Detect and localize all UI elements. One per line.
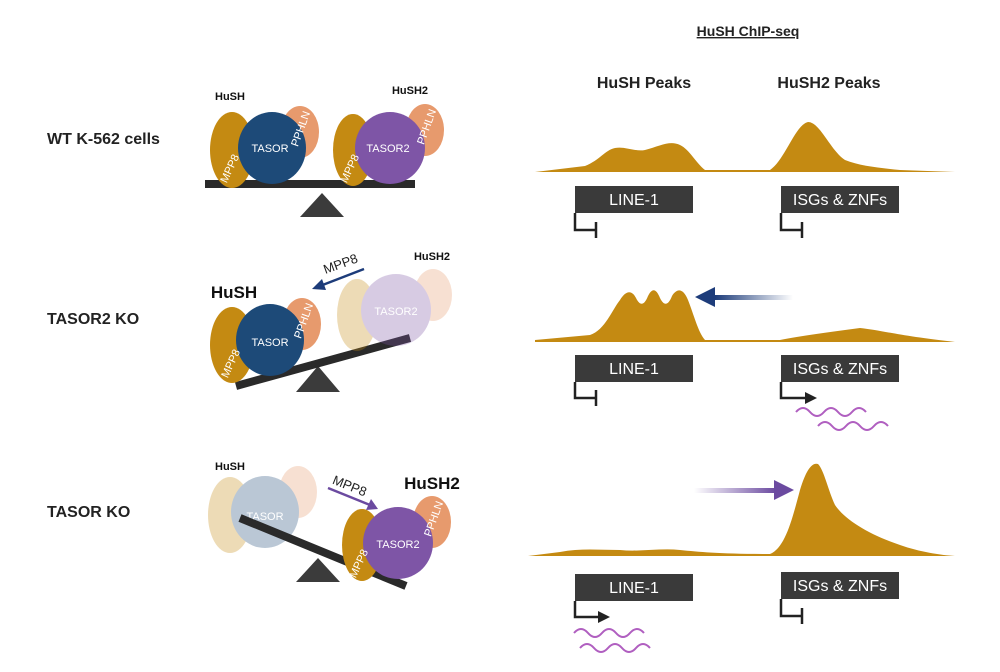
arrowhead [695,287,715,307]
tasor2-label: TASOR2 [366,143,409,155]
mpp8-shift-arrow [319,267,365,288]
seesaw-wt: TASOR MPP8 PPHLN HuSH TASOR2 MPP8 PPHLN … [205,85,444,217]
hush-label: HuSH [215,461,245,473]
transcription-arrowhead [598,611,610,623]
arrow-shaft [694,488,776,493]
mpp8-arrow-label: MPP8 [330,472,368,499]
tasor2-blob [363,507,433,579]
fulcrum [296,558,340,582]
arrowhead [312,279,326,290]
tasor-label: TASOR [251,337,288,349]
gene-box [575,355,693,382]
tasor2-blob [355,112,425,184]
chipseq-title: HuSH ChIP-seq [697,23,800,39]
gene-box [781,186,899,213]
hush2-peaks-heading: HuSH2 Peaks [777,75,880,92]
transcription-arrowhead [805,392,817,404]
pphln-blob [279,466,317,518]
mpp8-blob [337,279,377,351]
fulcrum [300,193,344,217]
transcript-wave-icon [795,407,867,417]
gene-box [575,186,693,213]
gene-label: ISGs & ZNFs [793,361,887,378]
seesaw-beam [238,514,408,590]
gene-label: LINE-1 [609,192,659,209]
line1-locus-tasor-ko: LINE-1 [573,574,693,653]
tasor-blob [238,112,306,184]
transcript-wave-icon [817,421,889,431]
mpp8-blob [208,477,252,553]
hush-peaks-heading: HuSH Peaks [597,75,691,92]
arrowhead [774,480,794,500]
hush2-complex: TASOR2 MPP8 PPHLN [333,104,444,186]
hush-complex: TASOR MPP8 PPHLN [210,106,319,188]
hush-shift-arrow [695,287,793,307]
transcript-wave-icon [579,643,651,653]
seesaw-beam [234,334,412,390]
gene-box [781,572,899,599]
tss-active-icon [573,601,598,619]
seesaw-tasor2-ko: TASOR2 HuSH2 TASOR MPP8 PPHLN HuSH MPP8 [210,251,452,392]
hush2-label: HuSH2 [404,474,460,493]
gene-label: LINE-1 [609,580,659,597]
pphln-blob [414,269,452,321]
tss-blocked-icon [779,599,804,624]
tss-blocked-icon [573,382,598,406]
seesaw-beam [205,180,415,188]
seesaw-tasor-ko: TASOR HuSH TASOR2 MPP8 PPHLN HuSH2 MPP8 [208,461,460,590]
gene-label: LINE-1 [609,361,659,378]
peak-track-tasor-ko [528,463,955,556]
arrowhead [366,499,378,510]
row-label-tasor-ko: TASOR KO [47,504,130,521]
tasor2-label: TASOR2 [376,539,419,551]
transcript-wave-icon [573,628,645,638]
peak-track-tasor2-ko [535,290,955,342]
hush-label: HuSH [211,283,257,302]
isgs-locus-wt: ISGs & ZNFs [779,186,899,238]
row-label-tasor2-ko: TASOR2 KO [47,311,139,328]
gene-label: ISGs & ZNFs [793,578,887,595]
hush2-label: HuSH2 [414,251,450,263]
tasor-label: TASOR [251,143,288,155]
hush2-shift-arrow [694,480,794,500]
tasor2-label: TASOR2 [374,306,417,318]
tasor-label: TASOR [246,511,283,523]
tss-active-icon [779,382,805,400]
gene-label: ISGs & ZNFs [793,192,887,209]
mpp8-shift-arrow [327,486,371,507]
hush2-complex: TASOR2 MPP8 PPHLN [342,496,451,581]
tss-blocked-icon [779,213,804,238]
gene-box [781,355,899,382]
hush2-label: HuSH2 [392,85,428,97]
line1-locus-wt: LINE-1 [573,186,693,238]
tasor2-blob [361,274,431,346]
gene-box [575,574,693,601]
tasor-blob [231,476,299,548]
fulcrum [296,366,340,392]
row-label-wt: WT K-562 cells [47,131,160,148]
tss-blocked-icon [573,213,598,238]
tasor-blob [236,304,304,376]
line1-locus-tasor2-ko: LINE-1 [573,355,693,406]
hush-complex-faded: TASOR [208,466,317,553]
hush-complex: TASOR MPP8 PPHLN [210,298,321,383]
peak-track-wt [535,122,955,172]
isgs-locus-tasor-ko: ISGs & ZNFs [779,572,899,624]
hush2-complex-faded: TASOR2 [337,269,452,351]
isgs-locus-tasor2-ko: ISGs & ZNFs [779,355,899,431]
arrow-shaft [715,295,793,300]
hush-label: HuSH [215,91,245,103]
